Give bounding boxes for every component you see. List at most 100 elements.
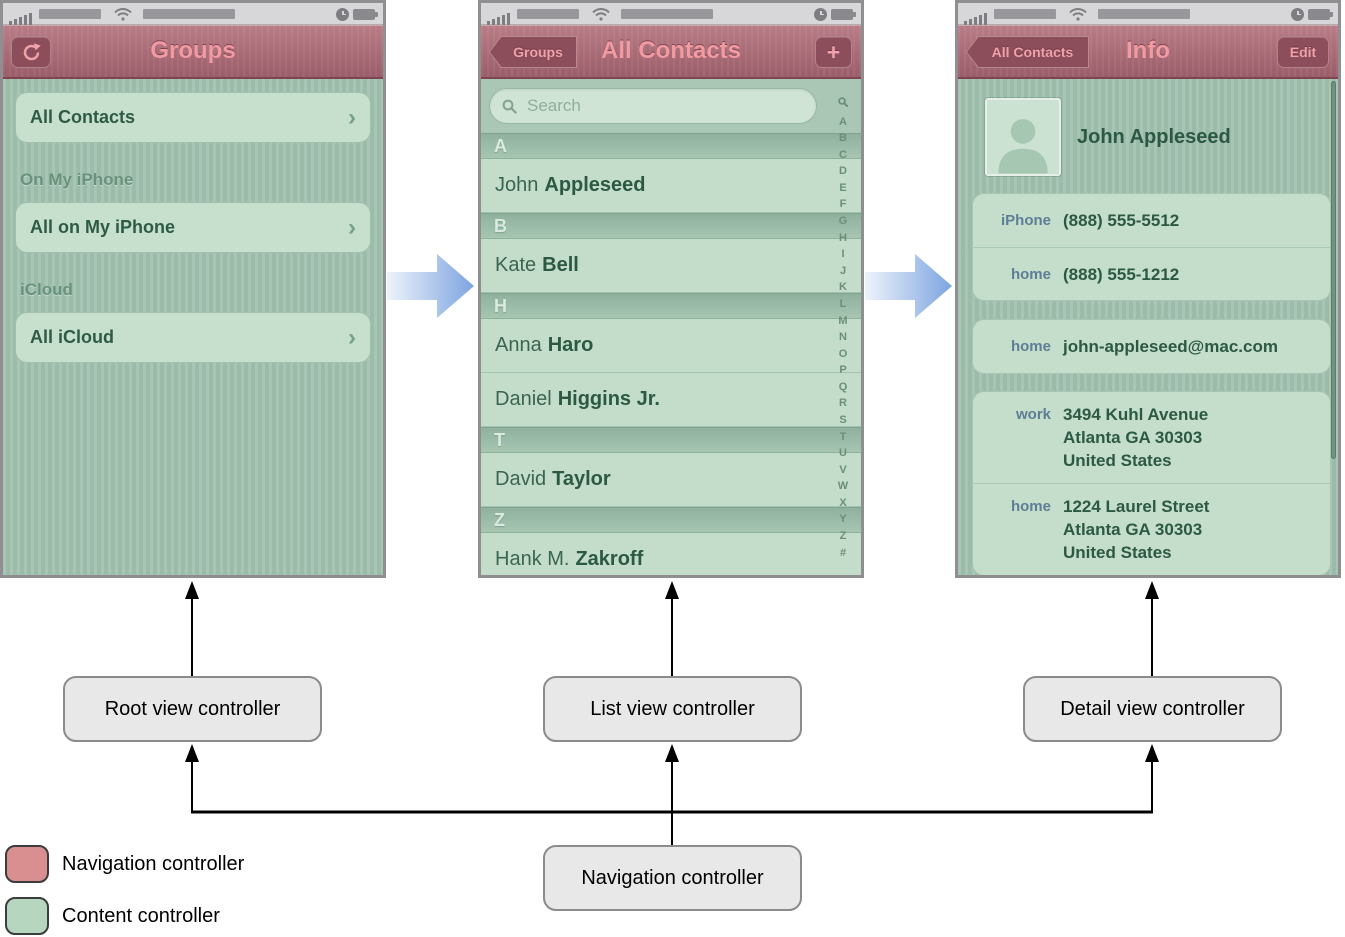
time-placeholder xyxy=(143,3,235,25)
group-cell-label: All iCloud xyxy=(30,327,114,347)
groups-list: All Contacts › On My iPhone All on My iP… xyxy=(3,79,383,575)
all-contacts-screen: All Contacts Groups + A xyxy=(478,0,864,578)
carrier-placeholder xyxy=(39,3,101,25)
index-letter[interactable]: N xyxy=(839,331,847,344)
wifi-icon xyxy=(113,3,133,25)
section-index-header: A xyxy=(481,133,861,159)
index-letter[interactable]: O xyxy=(838,347,848,360)
info-row[interactable]: home john-appleseed@mac.com xyxy=(973,320,1330,373)
index-letter[interactable]: M xyxy=(838,314,848,327)
contact-name: John Appleseed xyxy=(1077,125,1231,148)
chevron-right-icon: › xyxy=(348,213,356,241)
clock-icon xyxy=(1291,3,1304,25)
index-letter[interactable]: J xyxy=(839,264,847,277)
contact-first-name: Hank M. xyxy=(495,548,570,570)
index-letter[interactable]: X xyxy=(839,496,847,509)
group-cell-label: All Contacts xyxy=(30,107,136,127)
index-letter[interactable]: F xyxy=(839,198,847,211)
edit-button[interactable]: Edit xyxy=(1277,36,1329,68)
index-letter[interactable]: Z xyxy=(839,530,847,543)
connector-lines xyxy=(185,581,1159,845)
index-letter[interactable]: T xyxy=(839,430,847,443)
info-row[interactable]: home(888) 555-1212 xyxy=(973,247,1330,300)
index-search-icon[interactable] xyxy=(838,97,849,111)
page-title: Info xyxy=(1126,37,1170,64)
navigation-controller-box: Navigation controller xyxy=(543,845,802,911)
scrollbar[interactable] xyxy=(1331,81,1336,459)
index-letter[interactable]: D xyxy=(839,165,847,178)
refresh-icon xyxy=(23,42,41,60)
section-index-header: H xyxy=(481,293,861,319)
root-view-controller-box: Root view controller xyxy=(63,676,322,742)
index-letter[interactable]: I xyxy=(841,248,845,261)
time-placeholder xyxy=(621,3,713,25)
navigation-bar: All Contacts Groups + xyxy=(481,25,861,79)
index-letter[interactable]: L xyxy=(839,297,847,310)
index-letter[interactable]: C xyxy=(839,148,847,161)
detail-view-controller-box: Detail view controller xyxy=(1023,676,1282,742)
add-contact-button[interactable]: + xyxy=(815,36,852,68)
index-letter[interactable]: E xyxy=(839,181,847,194)
carrier-placeholder xyxy=(517,3,579,25)
section-index-header: Z xyxy=(481,507,861,533)
refresh-button[interactable] xyxy=(11,36,51,68)
contact-last-name: Appleseed xyxy=(544,174,646,196)
battery-icon xyxy=(1308,3,1333,25)
info-row[interactable]: iPhone(888) 555-5512 xyxy=(973,194,1330,247)
index-letter[interactable]: P xyxy=(839,364,847,377)
index-letter[interactable]: # xyxy=(839,546,847,559)
list-view-controller-box: List view controller xyxy=(543,676,802,742)
contact-row[interactable]: Hank M.Zakroff xyxy=(481,533,861,575)
index-letter[interactable]: Y xyxy=(839,513,847,526)
field-label: home xyxy=(1010,338,1051,355)
search-field[interactable] xyxy=(489,88,817,124)
person-silhouette-icon xyxy=(998,119,1048,174)
index-letter[interactable]: H xyxy=(839,231,847,244)
section-index-header: B xyxy=(481,213,861,239)
legend-label-content: Content controller xyxy=(62,904,220,927)
field-value: john-appleseed@mac.com xyxy=(1063,337,1278,356)
group-cell[interactable]: All on My iPhone › xyxy=(15,202,371,253)
contact-header: John Appleseed xyxy=(984,97,1231,177)
chevron-right-icon: › xyxy=(348,323,356,351)
signal-strength-icon xyxy=(487,3,510,25)
contact-last-name: Higgins Jr. xyxy=(557,388,660,410)
section-index-header: T xyxy=(481,427,861,453)
group-section-label: iCloud xyxy=(20,280,73,299)
index-letter[interactable]: A xyxy=(839,115,847,128)
index-letter[interactable]: Q xyxy=(838,380,848,393)
signal-strength-icon xyxy=(964,3,987,25)
index-letter[interactable]: G xyxy=(838,215,848,228)
status-bar xyxy=(3,3,383,25)
back-button-all-contacts[interactable]: All Contacts xyxy=(966,36,1089,68)
back-button-groups[interactable]: Groups xyxy=(489,36,577,68)
group-cell-label: All on My iPhone xyxy=(30,217,176,237)
contact-last-name: Zakroff xyxy=(575,548,644,570)
group-cell[interactable]: All Contacts › xyxy=(15,92,371,143)
contact-last-name: Bell xyxy=(542,254,579,276)
index-letter[interactable]: U xyxy=(839,447,847,460)
index-letter[interactable]: B xyxy=(839,132,847,145)
index-letter[interactable]: V xyxy=(839,463,847,476)
group-cell[interactable]: All iCloud › xyxy=(15,312,371,363)
email-group[interactable]: home john-appleseed@mac.com xyxy=(972,319,1331,374)
transition-arrow-1 xyxy=(387,254,474,318)
index-letter[interactable]: R xyxy=(839,397,847,410)
index-letter[interactable]: K xyxy=(839,281,847,294)
index-letter[interactable]: S xyxy=(839,413,847,426)
legend-swatch-content xyxy=(5,897,49,935)
search-bar-area xyxy=(481,79,861,133)
search-input[interactable] xyxy=(525,95,804,117)
index-letter[interactable]: W xyxy=(837,480,849,493)
